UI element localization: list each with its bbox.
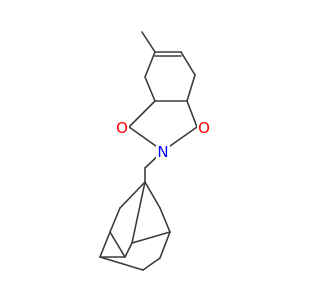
bond-c7-c6	[180, 51, 196, 76]
nitrogen-label: N	[157, 143, 168, 161]
bond-layer	[99, 31, 206, 271]
bond-ad3-ad5	[109, 231, 126, 258]
bond-ad1-ad7	[144, 181, 161, 209]
bond-ad7-ad6	[159, 207, 171, 233]
bond-c3a-c1	[128, 100, 156, 128]
bond-ad8-ad4	[99, 256, 144, 271]
oxygen-atom-right: O	[197, 119, 211, 137]
bond-ad6-ad9	[159, 231, 171, 259]
nitrogen-atom: N	[156, 143, 170, 161]
bond-ad6-ad10	[131, 231, 171, 244]
bond-ad9-ad8	[142, 257, 161, 271]
oxygen-atom-left: O	[115, 119, 129, 137]
structure-drawing: O O N	[99, 31, 211, 271]
bond-me-c5	[141, 31, 156, 53]
bond-c5-c4	[144, 51, 156, 78]
bond-ad3-ad4	[99, 231, 111, 258]
bond-ad10-ad1	[131, 181, 146, 244]
bond-c7a-c3	[186, 100, 198, 128]
bond-ad2-ad3	[109, 207, 121, 233]
bond-c7a-c7	[186, 74, 196, 102]
molecule-canvas: O O N	[99, 31, 211, 271]
bond-ad5-ad10	[124, 242, 133, 258]
bond-ad1-ad2	[119, 181, 146, 209]
bond-c4-c3a	[144, 76, 156, 102]
oxygen-label-right: O	[198, 119, 210, 137]
oxygen-label-left: O	[116, 119, 128, 137]
atom-layer: O O N	[115, 119, 211, 161]
